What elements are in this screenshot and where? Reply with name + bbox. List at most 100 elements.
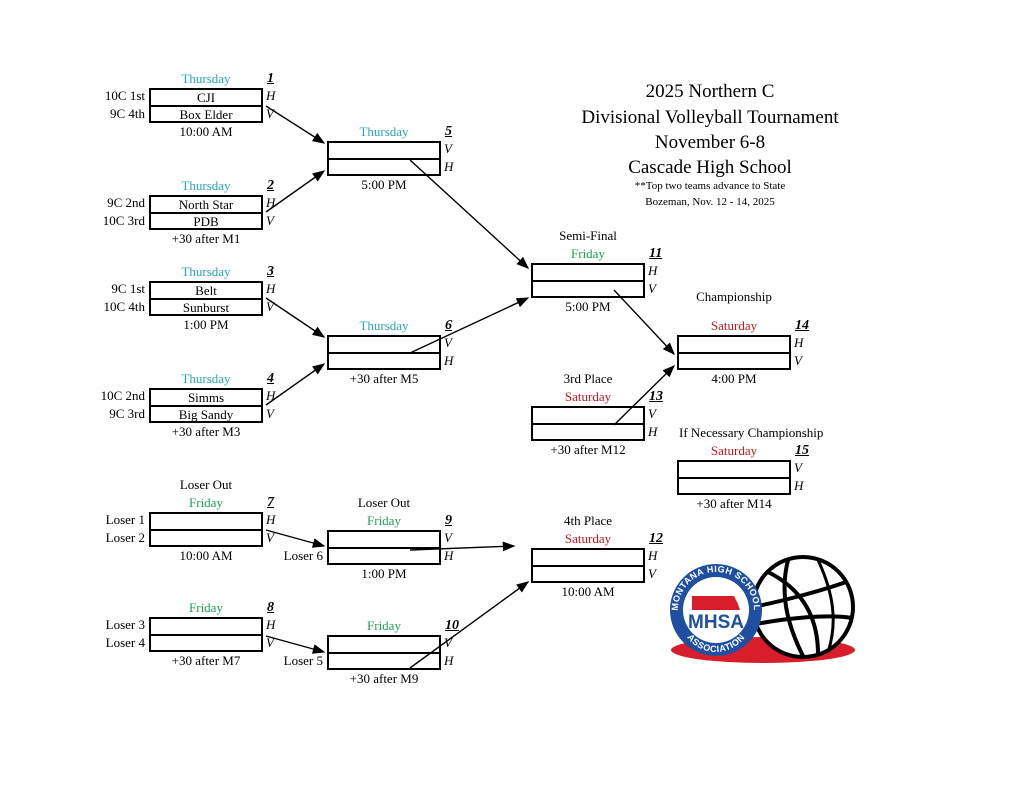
mhsa-logo: MONTANA HIGH SCHOOL ASSOCIATION MHSA: [670, 555, 855, 663]
match-day: Saturday: [710, 443, 758, 458]
match-day: Saturday: [564, 531, 612, 546]
seed-label: 10C 1st: [104, 88, 145, 103]
match-box[interactable]: [677, 460, 791, 495]
match-time: +30 after M9: [349, 671, 419, 686]
team-slot[interactable]: Big Sandy: [178, 407, 234, 422]
seed-label: 9C 4th: [109, 106, 145, 121]
home-visitor-marker: V: [444, 335, 452, 350]
connector-m2-m5: [265, 170, 326, 213]
team-slot[interactable]: [679, 462, 789, 477]
seed-label: Loser 4: [105, 635, 145, 650]
seed-label: Loser 5: [283, 653, 323, 668]
team-slot[interactable]: [151, 531, 261, 546]
match-divider: [151, 212, 261, 214]
team-slot[interactable]: [329, 549, 439, 564]
match-number: 10: [445, 618, 459, 633]
team-slot[interactable]: [151, 619, 261, 634]
match-divider: [329, 547, 439, 549]
team-slot[interactable]: [151, 636, 261, 651]
match-divider: [533, 565, 643, 567]
match-day: Friday: [367, 618, 401, 633]
match-divider: [151, 298, 261, 300]
connector-m13-m14: [613, 365, 675, 426]
team-slot[interactable]: [329, 532, 439, 547]
match-box[interactable]: [149, 512, 263, 547]
match-divider: [329, 158, 439, 160]
home-visitor-marker: H: [266, 195, 276, 210]
match-divider: [329, 352, 439, 354]
team-slot[interactable]: PDB: [193, 214, 219, 229]
team-slot[interactable]: [533, 425, 643, 440]
team-slot[interactable]: [679, 479, 789, 494]
match-time: 1:00 PM: [183, 317, 229, 332]
match-day: Friday: [367, 513, 401, 528]
team-slot[interactable]: [533, 567, 643, 582]
home-visitor-marker: V: [266, 406, 274, 421]
title-note-1: **Top two teams advance to State: [634, 180, 786, 192]
team-slot[interactable]: [533, 550, 643, 565]
match-number: 1: [267, 71, 274, 86]
match-box[interactable]: [531, 548, 645, 583]
match-header: 4th Place: [563, 513, 612, 528]
home-visitor-marker: H: [444, 653, 454, 668]
team-slot[interactable]: North Star: [178, 197, 234, 212]
match-box[interactable]: [327, 141, 441, 176]
connector-m6-m11: [409, 297, 530, 354]
match-box[interactable]: [149, 617, 263, 652]
match-number: 3: [267, 264, 274, 279]
match-day: Thursday: [359, 124, 409, 139]
team-slot[interactable]: [533, 265, 643, 280]
volleyball-icon: [751, 555, 855, 659]
match-day: Thursday: [181, 264, 231, 279]
match-box[interactable]: CJI Box Elder: [149, 88, 263, 123]
match-divider: [679, 477, 789, 479]
team-slot[interactable]: [329, 637, 439, 652]
team-slot[interactable]: Box Elder: [179, 107, 233, 122]
team-slot[interactable]: [679, 354, 789, 369]
home-visitor-marker: H: [648, 263, 658, 278]
match-day: Thursday: [181, 178, 231, 193]
match-time: +30 after M5: [349, 371, 419, 386]
home-visitor-marker: H: [266, 88, 276, 103]
match-divider: [329, 652, 439, 654]
team-slot[interactable]: CJI: [196, 90, 216, 105]
match-box[interactable]: [531, 263, 645, 298]
match-time: 5:00 PM: [361, 177, 407, 192]
team-slot[interactable]: [533, 408, 643, 423]
match-day: Thursday: [359, 318, 409, 333]
team-slot[interactable]: [679, 337, 789, 352]
connector-m9-m12: [409, 541, 516, 552]
team-slot[interactable]: [533, 282, 643, 297]
team-slot[interactable]: [329, 354, 439, 369]
home-visitor-marker: V: [266, 530, 274, 545]
team-slot[interactable]: [329, 337, 439, 352]
seed-label: Loser 3: [105, 617, 145, 632]
match-box[interactable]: [677, 335, 791, 370]
connector-m8-m10: [265, 635, 326, 654]
title-line-1: 2025 Northern C: [645, 81, 775, 102]
match-time: 10:00 AM: [179, 548, 233, 563]
team-slot[interactable]: Sunburst: [182, 300, 230, 315]
home-visitor-marker: H: [266, 388, 276, 403]
match-day: Friday: [189, 600, 223, 615]
match-box[interactable]: [327, 530, 441, 565]
team-slot[interactable]: Belt: [195, 283, 217, 298]
match-number: 14: [795, 318, 809, 333]
match-box[interactable]: [327, 335, 441, 370]
team-slot[interactable]: [151, 514, 261, 529]
match-time: 10:00 AM: [561, 584, 615, 599]
match-header: Loser Out: [357, 495, 411, 510]
team-slot[interactable]: [329, 160, 439, 175]
team-slot[interactable]: [329, 654, 439, 669]
team-slot[interactable]: [329, 143, 439, 158]
home-visitor-marker: H: [444, 353, 454, 368]
match-box[interactable]: [327, 635, 441, 670]
team-slot[interactable]: Simms: [187, 390, 225, 405]
match-box[interactable]: [531, 406, 645, 441]
home-visitor-marker: V: [794, 353, 802, 368]
match-day: Saturday: [710, 318, 758, 333]
